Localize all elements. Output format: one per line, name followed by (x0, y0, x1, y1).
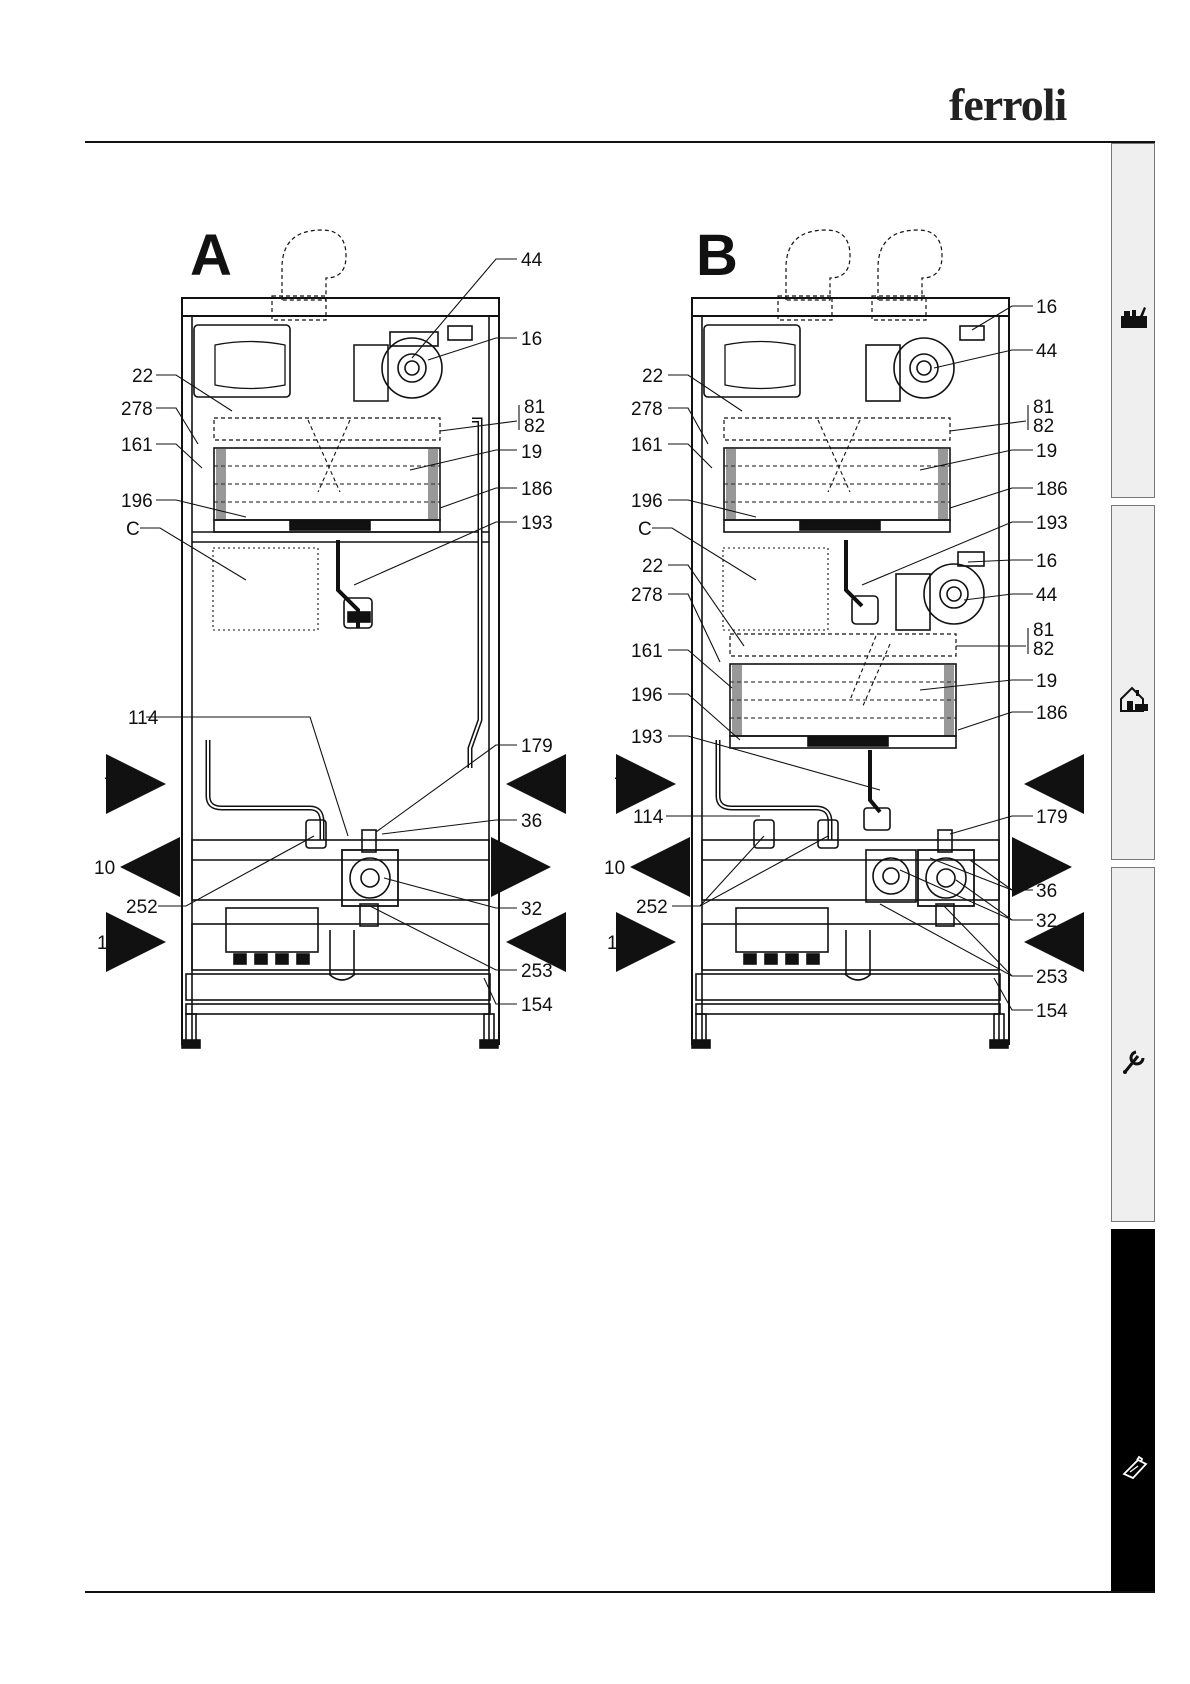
label-114: 114 (633, 807, 664, 828)
side-tabs (1111, 143, 1155, 1591)
panel-b-labels: B 16 44 22 278 81 82 161 19 196 186 C 19… (604, 223, 1068, 1022)
tab-user[interactable] (1111, 143, 1155, 498)
valve-252 (305, 819, 327, 849)
label-7: 7 (104, 775, 115, 796)
label-193: 193 (1036, 513, 1068, 534)
label-c: C (638, 519, 652, 540)
label-81-lower: 81 (1033, 620, 1054, 641)
label-154: 154 (1036, 1001, 1068, 1022)
label-253: 253 (1036, 967, 1068, 988)
label-16: 16 (521, 329, 542, 350)
label-81: 81 (524, 397, 545, 418)
panel-a (181, 229, 500, 1049)
label-11: 11 (97, 933, 117, 954)
label-16-lower: 16 (1036, 551, 1057, 572)
label-44-lower: 44 (1036, 585, 1058, 606)
panel-a-arrows (106, 754, 566, 972)
label-36: 36 (1036, 881, 1057, 902)
footer-rule (85, 1591, 1155, 1593)
condensate-siphon (336, 540, 373, 629)
label-81: 81 (1033, 397, 1054, 418)
label-186: 186 (1036, 479, 1068, 500)
panel-b-leaders (652, 305, 1033, 1011)
label-161-lower: 161 (631, 641, 663, 662)
clipboard-icon (1122, 1455, 1148, 1480)
label-193: 193 (521, 513, 553, 534)
label-186: 186 (521, 479, 553, 500)
label-114: 114 (128, 708, 159, 729)
flue-duct (281, 229, 347, 301)
circulating-pump (341, 829, 399, 927)
tab-install[interactable] (1111, 505, 1155, 860)
label-278: 278 (121, 399, 153, 420)
label-82-lower: 82 (1033, 639, 1054, 660)
label-161: 161 (121, 435, 153, 456)
header-rule (85, 141, 1155, 143)
label-154: 154 (521, 995, 553, 1016)
label-19-lower: 19 (1036, 671, 1057, 692)
label-161: 161 (631, 435, 663, 456)
wrench-icon (1123, 1050, 1145, 1074)
label-44: 44 (1036, 341, 1058, 362)
label-22: 22 (132, 366, 153, 387)
label-7: 7 (614, 775, 625, 796)
control-box (193, 324, 291, 398)
label-253: 253 (521, 961, 553, 982)
label-196: 196 (631, 491, 663, 512)
fan-assembly (353, 325, 473, 402)
label-c: C (126, 519, 140, 540)
label-44: 44 (521, 250, 543, 271)
house-icon (1120, 686, 1148, 712)
label-82: 82 (1033, 416, 1054, 437)
panel-a-leaders (140, 258, 520, 1005)
tab-service[interactable] (1111, 867, 1155, 1222)
label-179: 179 (1036, 807, 1068, 828)
label-36: 36 (521, 811, 542, 832)
label-82: 82 (524, 416, 545, 437)
label-196-lower: 196 (631, 685, 663, 706)
label-16: 16 (1036, 297, 1057, 318)
cabinet-top (181, 297, 500, 317)
heat-exchanger (213, 417, 441, 533)
label-19: 19 (1036, 441, 1057, 462)
ferroli-logo: ferroli (949, 79, 1067, 130)
label-10: 10 (604, 858, 625, 879)
label-11: 11 (607, 933, 627, 954)
flue-outlet-box (271, 295, 327, 321)
panel-b-arrows (616, 754, 1084, 972)
label-22: 22 (642, 366, 663, 387)
electrical-box (225, 907, 319, 965)
label-10: 10 (94, 858, 115, 879)
label-19: 19 (521, 442, 542, 463)
label-278-lower: 278 (631, 585, 663, 606)
label-193-lower: 193 (631, 727, 663, 748)
label-22-lower: 22 (642, 556, 663, 577)
panel-a-labels: A 44 16 22 278 81 82 161 19 196 186 C 19… (94, 223, 553, 1016)
label-179: 179 (521, 736, 553, 757)
label-252: 252 (126, 897, 158, 918)
tab-data[interactable] (1111, 1229, 1155, 1591)
label-252: 252 (636, 897, 668, 918)
panel-b-title: B (696, 223, 738, 288)
label-32: 32 (521, 899, 542, 920)
label-278: 278 (631, 399, 663, 420)
label-32: 32 (1036, 911, 1057, 932)
panel-a-title: A (190, 223, 232, 288)
label-186-lower: 186 (1036, 703, 1068, 724)
hand-control-icon (1121, 307, 1147, 328)
label-196: 196 (121, 491, 153, 512)
panel-c-area (212, 547, 319, 631)
